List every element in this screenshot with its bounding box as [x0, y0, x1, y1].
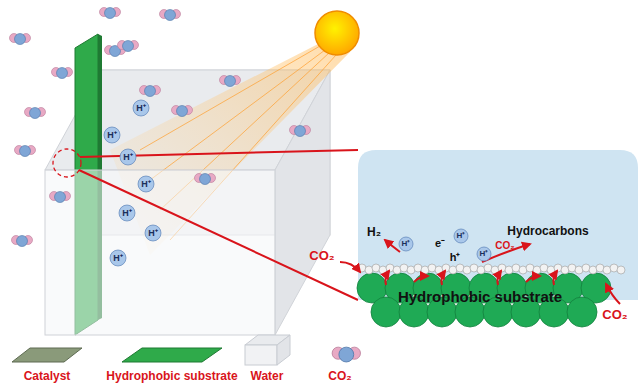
charge-label: h⁺: [450, 252, 461, 263]
proton-ion: [104, 127, 120, 143]
water-cube-front: [45, 170, 275, 335]
substrate-label: Hydrophobic substrate: [398, 289, 562, 304]
proton-ion: [119, 205, 135, 221]
catalyst-particles: [358, 264, 625, 274]
legend-text: Catalyst: [24, 370, 71, 382]
co2-label: CO₂: [495, 241, 514, 251]
legend-text: Hydrophobic substrate: [106, 370, 237, 382]
legend-icons: [12, 335, 360, 365]
proton-label: H⁺: [122, 209, 132, 218]
proton-label: H⁺: [107, 131, 117, 140]
sun: [315, 11, 359, 55]
co2-label: CO₂: [309, 249, 334, 262]
co2-label: CO₂: [602, 308, 627, 321]
proton-label: H⁺: [480, 250, 489, 258]
proton-label: H⁺: [123, 153, 133, 162]
proton-label: H⁺: [141, 180, 151, 189]
zoom-line: [79, 170, 358, 300]
proton-ion: [454, 229, 468, 243]
proton-ion: [145, 225, 161, 241]
proton-label: H⁺: [457, 232, 466, 240]
proton-label: H⁺: [148, 229, 158, 238]
proton-ion: [399, 237, 413, 251]
proton-ion: [110, 250, 126, 266]
zoom-circle: [53, 149, 81, 177]
proton-ion: [120, 149, 136, 165]
legend-text: Water: [251, 370, 284, 382]
flow-arrows: [340, 240, 620, 304]
product-label: Hydrocarbons: [507, 225, 588, 237]
proton-label: H⁺: [136, 104, 146, 113]
proton-label: H⁺: [113, 254, 123, 263]
co2-molecules: [10, 8, 311, 247]
charge-label: e⁻: [435, 238, 445, 249]
substrate-spheres: [357, 273, 611, 327]
proton-label: H⁺: [402, 240, 411, 248]
legend-text: CO₂: [328, 370, 351, 382]
proton-ion: [133, 100, 149, 116]
proton-ion: [138, 176, 154, 192]
product-label: H₂: [367, 226, 381, 238]
proton-ion: [477, 247, 491, 261]
